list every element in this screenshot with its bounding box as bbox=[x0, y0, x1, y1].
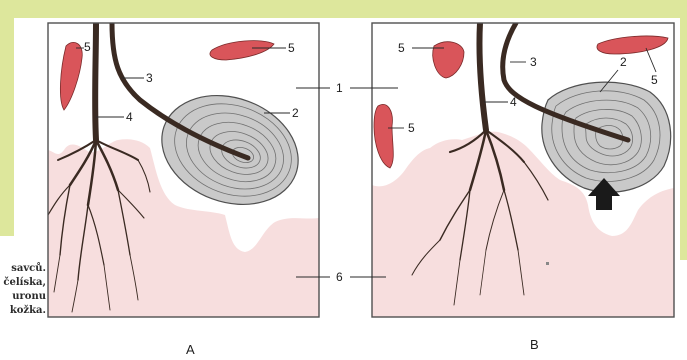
label-3-b: 3 bbox=[530, 55, 537, 69]
panel-b bbox=[372, 23, 674, 317]
label-5-b-top-right: 5 bbox=[651, 73, 658, 87]
label-5-b-left: 5 bbox=[408, 121, 415, 135]
page-background-left bbox=[0, 0, 14, 236]
figure-caption-fragment: savců. čelíska, uronu kožka. bbox=[2, 262, 46, 318]
panel-label-b: B bbox=[530, 337, 539, 352]
caption-line: uronu bbox=[2, 290, 46, 304]
label-6: 6 bbox=[336, 270, 343, 284]
scan-dot bbox=[546, 262, 549, 265]
caption-line: savců. bbox=[2, 262, 46, 276]
label-2-b: 2 bbox=[620, 55, 627, 69]
label-1: 1 bbox=[336, 81, 343, 95]
label-4-b: 4 bbox=[510, 95, 517, 109]
panel-label-a: A bbox=[186, 342, 195, 357]
panel-a bbox=[48, 23, 319, 317]
label-5-a-top: 5 bbox=[288, 41, 295, 55]
label-2-a: 2 bbox=[292, 106, 299, 120]
label-3-a: 3 bbox=[146, 71, 153, 85]
label-4-a: 4 bbox=[126, 110, 133, 124]
page-background-right bbox=[680, 0, 687, 260]
caption-line: čelíska, bbox=[2, 276, 46, 290]
label-5-a-left: 5 bbox=[84, 40, 91, 54]
caption-line: kožka. bbox=[2, 304, 46, 318]
label-5-b-top-left: 5 bbox=[398, 41, 405, 55]
